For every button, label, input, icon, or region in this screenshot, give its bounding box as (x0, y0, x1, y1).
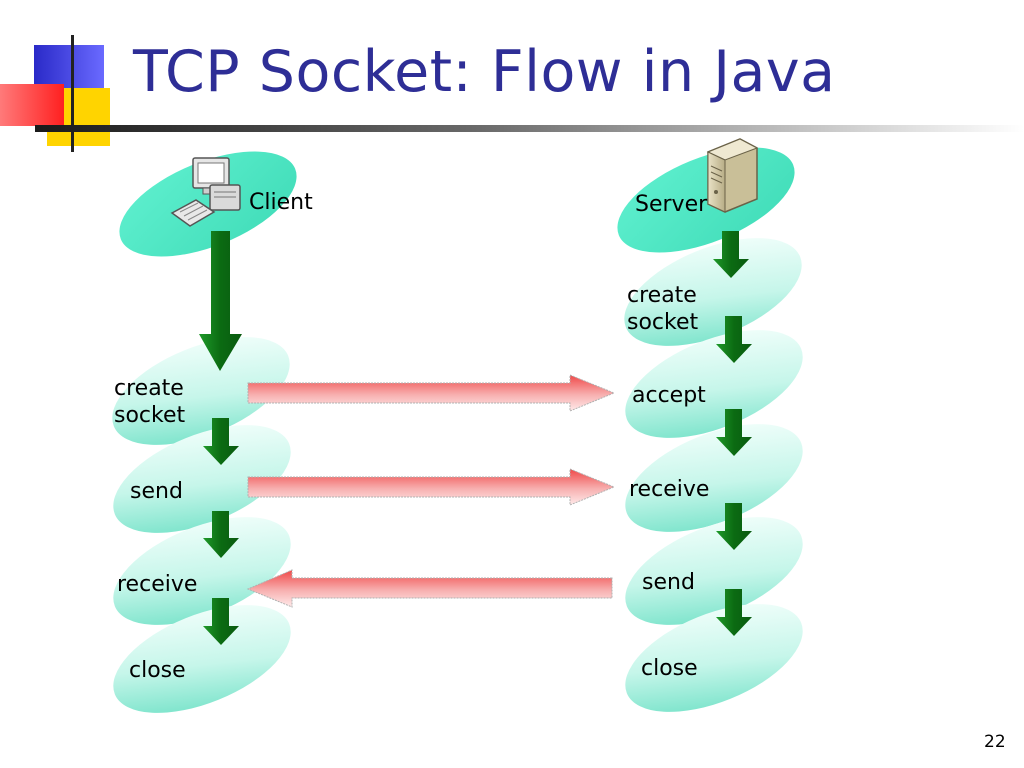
logo-red-square (0, 84, 64, 126)
down-arrow-long (199, 231, 242, 371)
server-step-label: close (641, 656, 698, 681)
down-arrow (203, 598, 239, 645)
message-arrows (246, 374, 616, 608)
client-step-label: create socket (114, 375, 185, 429)
server-step-ellipse (624, 238, 802, 346)
server-step-ellipse (625, 330, 803, 438)
down-arrow (716, 589, 752, 636)
down-arrow (716, 503, 752, 550)
client-step-label: receive (117, 572, 198, 597)
server-step-line: create (627, 283, 697, 308)
desktop-computer-icon (170, 157, 241, 227)
client-column (112, 151, 297, 713)
server-header-label: Server (635, 192, 708, 217)
slide-logo (0, 35, 110, 152)
server-column (617, 147, 803, 712)
title-underline (35, 125, 1024, 132)
client-header-label: Client (249, 190, 313, 215)
server-step-ellipse (625, 517, 803, 625)
server-step-label: receive (629, 477, 710, 502)
server-step-line: socket (627, 310, 699, 335)
server-step-ellipse (625, 604, 803, 712)
server-step-label: create socket (627, 282, 698, 336)
down-arrow (713, 231, 749, 278)
client-step-line: socket (114, 403, 186, 428)
server-tower-icon (706, 138, 759, 213)
down-arrow (203, 418, 239, 465)
client-step-ellipse (113, 605, 291, 713)
client-step-label: send (130, 479, 183, 504)
server-step-label: accept (632, 383, 706, 408)
down-arrow (716, 409, 752, 456)
client-header-ellipse (119, 151, 297, 257)
client-step-ellipse (112, 337, 290, 445)
flow-arrows (199, 231, 752, 645)
client-step-ellipse (113, 517, 291, 625)
client-step-label: close (129, 658, 186, 683)
page-number: 22 (984, 732, 1006, 752)
message-arrow-left (246, 569, 613, 608)
message-arrow-right (247, 468, 616, 506)
client-step-line: create (114, 376, 184, 401)
logo-vertical-line (71, 35, 74, 152)
server-step-label: send (642, 570, 695, 595)
slide-title: TCP Socket: Flow in Java (133, 39, 836, 105)
client-step-ellipse (113, 425, 291, 533)
server-step-ellipse (625, 424, 803, 532)
message-arrow-right (247, 374, 616, 412)
down-arrow (203, 511, 239, 558)
down-arrow (716, 316, 752, 363)
